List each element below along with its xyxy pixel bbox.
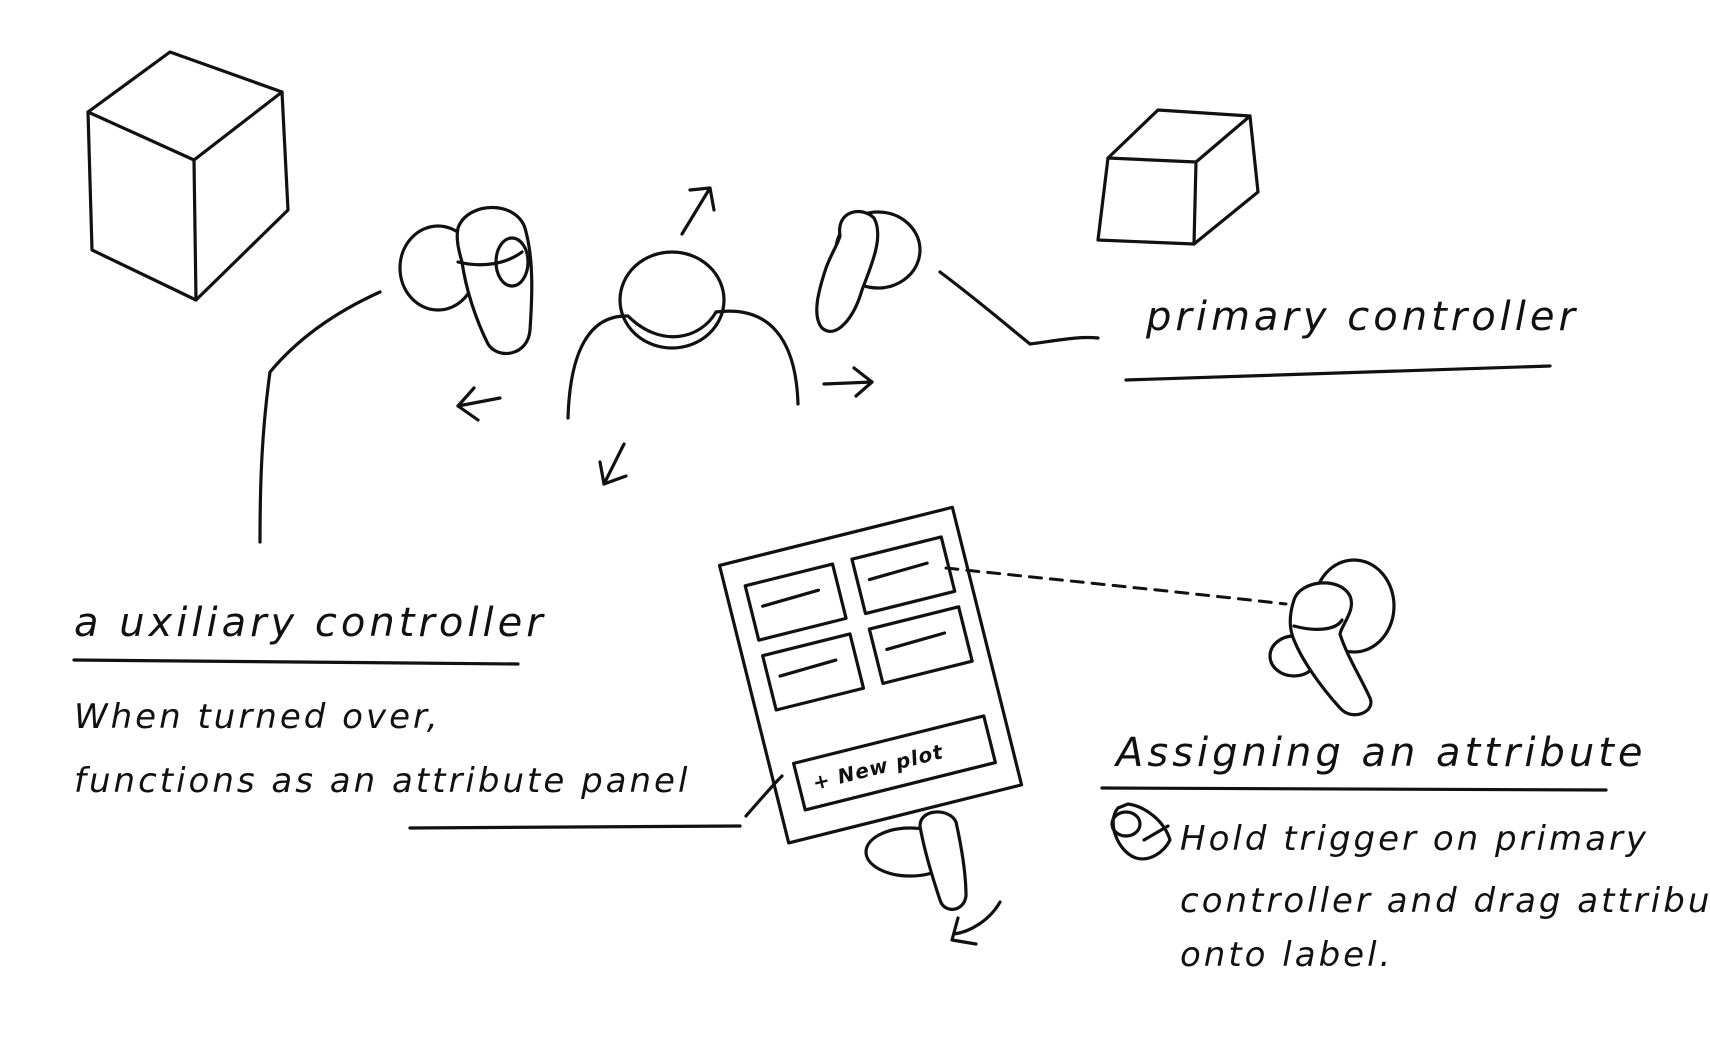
arrow-right-icon [822,366,874,398]
arrow-down-left-icon [598,442,628,486]
auxiliary-note-line1: When turned over, [74,697,441,737]
right-controller-icon [815,209,922,333]
assign-controller-icon [1268,558,1396,717]
left-controller-icon [398,205,534,355]
person-icon [566,250,800,420]
arrow-up-icon [680,186,716,236]
assigning-underline [1100,786,1608,792]
bottom-controller-icon [864,810,968,911]
auxiliary-leader-line [258,290,382,544]
primary-controller-label: primary controller [1145,294,1579,340]
assigning-note-line3: onto label. [1180,935,1393,975]
arrow-curved-icon [950,900,1002,946]
primary-leader-line [938,270,1100,346]
drag-dashed-line [944,566,1288,606]
auxiliary-note-line2: functions as an attribute panel [74,761,690,801]
new-plot-label: + New plot [810,739,946,795]
new-plot-button[interactable] [792,714,997,812]
cube-left-icon [86,50,290,302]
trigger-hint-icon [1110,802,1172,861]
assigning-attribute-label: Assigning an attribute [1113,730,1647,776]
arrow-left-icon [456,386,502,422]
auxiliary-underline [72,658,520,666]
primary-underline [1124,364,1552,382]
assigning-note-line1: Hold trigger on primary [1180,819,1649,859]
attribute-panel-underline [408,824,742,830]
auxiliary-controller-label: a uxiliary controller [74,600,547,646]
assigning-note-line2: controller and drag attribute [1180,881,1710,921]
cube-right-icon [1096,108,1260,246]
panel-leader-line [744,774,784,818]
